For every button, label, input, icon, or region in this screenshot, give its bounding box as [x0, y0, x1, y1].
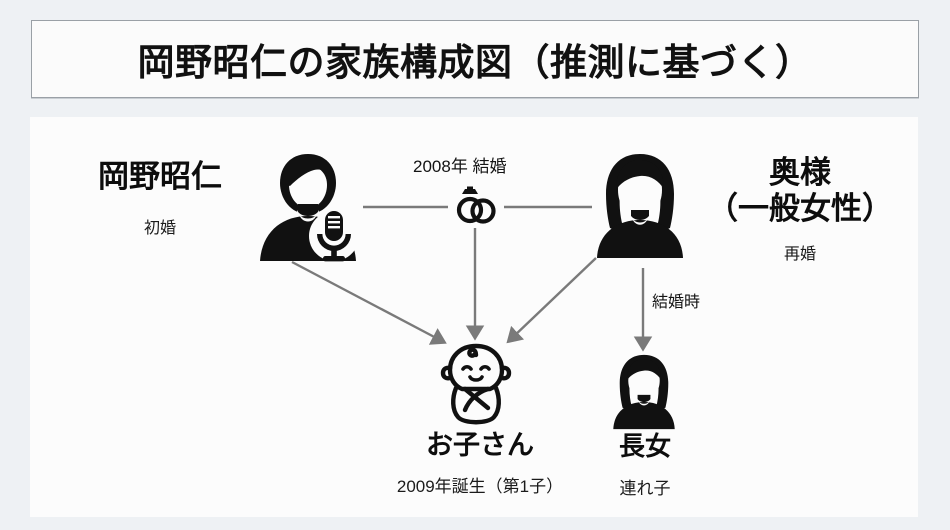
wife-female-avatar-icon — [590, 150, 690, 267]
male-avatar-with-microphone-icon — [252, 148, 364, 271]
child-name-label: お子さん — [426, 430, 534, 460]
daughter-sub-label: 連れ子 — [619, 479, 671, 498]
marriage-label: 2008年 結婚 — [413, 157, 507, 176]
child-sub-label: 2009年誕生（第1子） — [396, 477, 564, 496]
page-title: 岡野昭仁の家族構成図（推測に基づく） — [137, 42, 813, 83]
wedding-rings-icon — [448, 186, 504, 235]
father-sub-label: 初婚 — [143, 220, 176, 237]
baby-icon — [438, 342, 514, 433]
stepchild-edge-label: 結婚時 — [652, 294, 701, 311]
wife-name-label: 奥様 — [769, 155, 831, 190]
title-box: 岡野昭仁の家族構成図（推測に基づく） — [31, 20, 919, 98]
wife-sub-label: 再婚 — [783, 246, 816, 263]
daughter-female-avatar-icon — [608, 352, 680, 437]
father-name-label: 岡野昭仁 — [98, 159, 222, 194]
wife-name-label-2: （一般女性） — [707, 191, 893, 226]
daughter-name-label: 長女 — [618, 431, 671, 461]
